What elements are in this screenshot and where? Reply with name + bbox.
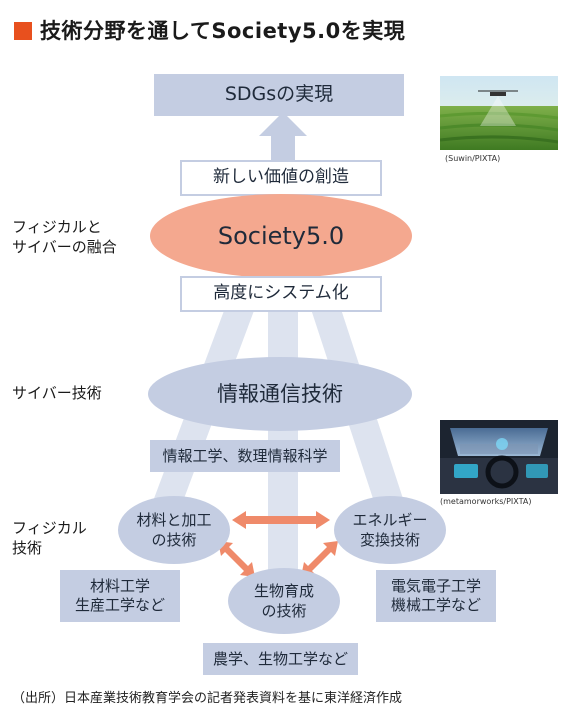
bio-fields-box: 農学、生物工学など [203, 643, 358, 675]
arrow-materials-energy [232, 511, 330, 529]
cyber-label: サイバー技術 [12, 384, 102, 402]
car-interior-photo [440, 420, 558, 494]
arrow-materials-bio [218, 541, 255, 577]
photo2-credit: (metamorworks/PIXTA) [440, 497, 532, 506]
advanced-system-box: 高度にシステム化 [180, 276, 382, 312]
materials-fields-box: 材料工学 生産工学など [60, 570, 180, 622]
energy-ellipse: エネルギー 変換技術 [334, 496, 446, 564]
up-arrow [259, 112, 307, 164]
title-marker [14, 22, 32, 40]
society-ellipse: Society5.0 [150, 194, 412, 278]
source-note: （出所）日本産業技術教育学会の記者発表資料を基に東洋経済作成 [12, 691, 403, 706]
sdgs-box: SDGsの実現 [154, 74, 404, 116]
new-value-box: 新しい価値の創造 [180, 160, 382, 196]
fusion-label: フィジカルと サイバーの融合 [12, 218, 117, 256]
ict-ellipse: 情報通信技術 [148, 357, 412, 431]
bio-ellipse: 生物育成 の技術 [228, 568, 340, 634]
tea-field-drone-photo [440, 76, 558, 150]
beam-center [268, 300, 298, 575]
photo1-credit: (Suwin/PIXTA) [445, 154, 501, 163]
arrow-energy-bio [301, 541, 338, 577]
page-title: 技術分野を通してSociety5.0を実現 [40, 19, 406, 43]
energy-fields-box: 電気電子工学 機械工学など [376, 570, 496, 622]
ict-fields-box: 情報工学、数理情報科学 [150, 440, 340, 472]
physical-label: フィジカル 技術 [12, 519, 87, 557]
materials-ellipse: 材料と加工 の技術 [118, 496, 230, 564]
